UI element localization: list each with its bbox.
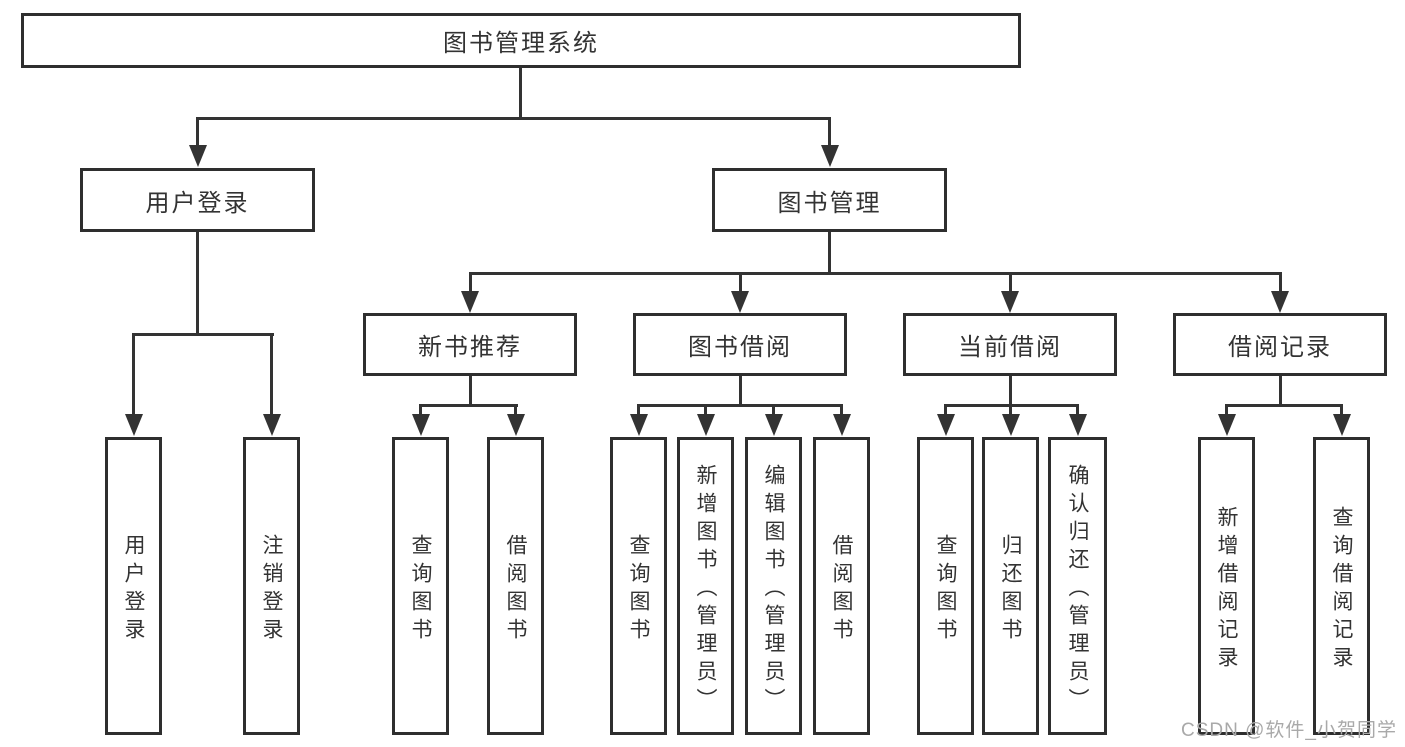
leaf-confirm-return-admin: 确认归还（管理员） (1048, 437, 1107, 735)
connector-stem (514, 404, 517, 416)
connector-login-branch (132, 333, 274, 336)
connector-l3c-drop (1009, 376, 1012, 406)
connector-stem-l3c (1009, 272, 1012, 292)
leaf-logout-login: 注销登录 (243, 437, 300, 735)
connector-l3d-drop (1279, 376, 1282, 406)
arrow-down-icon (1069, 414, 1087, 436)
connector-stem (840, 404, 843, 416)
arrow-down-icon (1218, 414, 1236, 436)
leaf-edit-books-admin: 编辑图书（管理员） (745, 437, 802, 735)
connector-l3a-drop (469, 376, 472, 406)
node-borrow-records-label: 借阅记录 (1228, 334, 1332, 361)
arrow-down-icon (731, 291, 749, 313)
arrow-down-icon (697, 414, 715, 436)
leaf-add-books-admin: 新增图书（管理员） (677, 437, 734, 735)
connector-mgmt-branch (469, 272, 1282, 275)
connector-l3d-branch (1225, 404, 1343, 407)
connector-l3a-branch (419, 404, 518, 407)
connector-stem-book-mgmt (828, 117, 831, 147)
connector-stem (637, 404, 640, 416)
connector-stem-user-login (196, 117, 199, 147)
leaf-query-books-3: 查询图书 (917, 437, 974, 735)
leaf-add-borrow-record: 新增借阅记录 (1198, 437, 1255, 735)
connector-root-branch (196, 117, 831, 120)
connector-stem (1009, 404, 1012, 416)
connector-stem-login-leaf2 (270, 333, 273, 415)
leaf-return-books: 归还图书 (982, 437, 1039, 735)
node-book-management-label: 图书管理 (777, 189, 882, 217)
leaf-query-books-1: 查询图书 (392, 437, 449, 735)
connector-stem (944, 404, 947, 416)
arrow-down-icon (1001, 291, 1019, 313)
leaf-borrow-books-1: 借阅图书 (487, 437, 544, 735)
arrow-down-icon (630, 414, 648, 436)
arrow-down-icon (937, 414, 955, 436)
connector-stem-l3b (739, 272, 742, 292)
node-user-login: 用户登录 (80, 168, 315, 232)
node-current-borrow: 当前借阅 (903, 313, 1117, 376)
leaf-borrow-books-2: 借阅图书 (813, 437, 870, 735)
connector-stem-l3a (469, 272, 472, 292)
node-book-management: 图书管理 (712, 168, 947, 232)
connector-stem (1340, 404, 1343, 416)
arrow-down-icon (1002, 414, 1020, 436)
node-borrow-records: 借阅记录 (1173, 313, 1387, 376)
arrow-down-icon (821, 145, 839, 167)
node-book-borrow-label: 图书借阅 (688, 334, 792, 361)
arrow-down-icon (1271, 291, 1289, 313)
connector-stem (419, 404, 422, 416)
leaf-query-books-2: 查询图书 (610, 437, 667, 735)
csdn-watermark: CSDN @软件_小贺同学 (1181, 720, 1397, 741)
connector-stem (1225, 404, 1228, 416)
connector-stem (704, 404, 707, 416)
arrow-down-icon (507, 414, 525, 436)
arrow-down-icon (125, 414, 143, 436)
arrow-down-icon (833, 414, 851, 436)
connector-mgmt-drop (828, 232, 831, 274)
arrow-down-icon (461, 291, 479, 313)
arrow-down-icon (412, 414, 430, 436)
arrow-down-icon (1333, 414, 1351, 436)
connector-login-drop (196, 232, 199, 335)
connector-l3b-drop (739, 376, 742, 406)
connector-l3b-branch (637, 404, 843, 407)
connector-stem-login-leaf1 (132, 333, 135, 415)
connector-root-drop (519, 68, 522, 118)
connector-stem-l3d (1279, 272, 1282, 292)
leaf-query-borrow-record: 查询借阅记录 (1313, 437, 1370, 735)
node-library-system-label: 图书管理系统 (443, 30, 599, 57)
node-user-login-label: 用户登录 (145, 189, 250, 217)
node-library-system: 图书管理系统 (21, 13, 1021, 68)
arrow-down-icon (189, 145, 207, 167)
leaf-user-login: 用户登录 (105, 437, 162, 735)
node-current-borrow-label: 当前借阅 (958, 334, 1062, 361)
node-new-book-recommend-label: 新书推荐 (418, 334, 522, 361)
connector-stem (1076, 404, 1079, 416)
node-new-book-recommend: 新书推荐 (363, 313, 577, 376)
node-book-borrow: 图书借阅 (633, 313, 847, 376)
arrow-down-icon (765, 414, 783, 436)
arrow-down-icon (263, 414, 281, 436)
connector-stem (772, 404, 775, 416)
